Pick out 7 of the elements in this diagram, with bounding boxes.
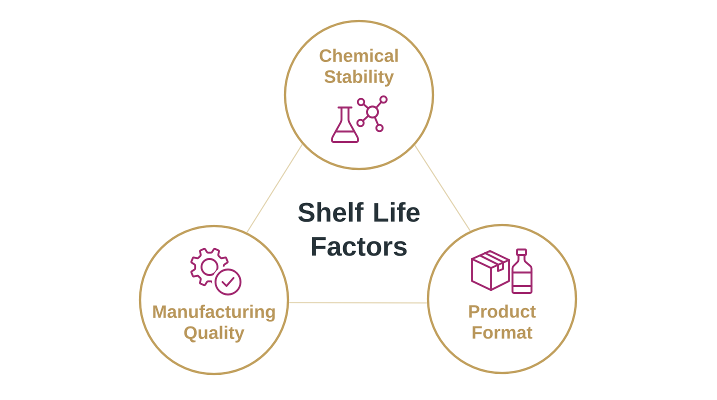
connector-line: [246, 144, 303, 233]
circle-node: Product Format: [426, 224, 578, 374]
title: Shelf Life Factors: [298, 202, 420, 256]
circle-node: Manufacturing Quality: [138, 224, 290, 376]
connector-line: [289, 302, 427, 304]
connector-line: [414, 144, 471, 232]
circle-node: Chemical Stability: [284, 20, 434, 170]
